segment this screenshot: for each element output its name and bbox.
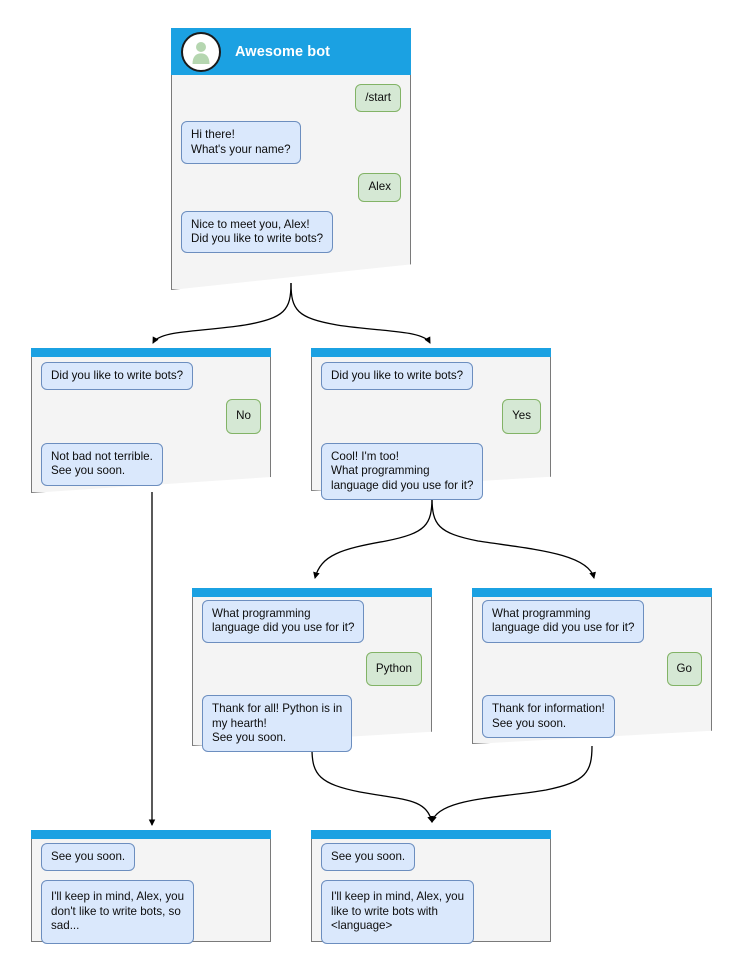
- node-root[interactable]: Awesome bot /start Hi there! What's your…: [171, 28, 411, 290]
- bot-message-bubble[interactable]: Did you like to write bots?: [321, 362, 474, 391]
- message-row: What programming language did you use fo…: [192, 600, 432, 643]
- user-avatar-icon: [181, 31, 221, 72]
- message-row: /start: [171, 84, 411, 113]
- node-no-branch[interactable]: Did you like to write bots? No Not bad n…: [31, 348, 271, 493]
- bot-message-bubble[interactable]: What programming language did you use fo…: [482, 600, 645, 643]
- bot-message-bubble[interactable]: Not bad not terrible. See you soon.: [41, 442, 163, 486]
- message-row: Thank for all! Python is in my hearth! S…: [192, 695, 432, 753]
- message-row: Nice to meet you, Alex! Did you like to …: [171, 210, 411, 254]
- node-no-branch-messages: Did you like to write bots? No Not bad n…: [31, 362, 271, 495]
- message-row: I'll keep in mind, Alex, you don't like …: [31, 880, 271, 944]
- node-end-happy-messages: See you soon. I'll keep in mind, Alex, y…: [311, 843, 551, 953]
- node-go-branch[interactable]: What programming language did you use fo…: [472, 588, 712, 744]
- bot-message-bubble[interactable]: What programming language did you use fo…: [202, 600, 365, 643]
- message-row: Python: [192, 651, 432, 687]
- user-message-bubble[interactable]: Python: [365, 651, 422, 687]
- message-row: I'll keep in mind, Alex, you like to wri…: [311, 880, 551, 944]
- message-row: Thank for information! See you soon.: [472, 695, 712, 739]
- node-root-header: Awesome bot: [171, 28, 411, 75]
- message-row: No: [31, 399, 271, 434]
- user-message-bubble[interactable]: Alex: [358, 173, 401, 202]
- node-yes-branch[interactable]: Did you like to write bots? Yes Cool! I'…: [311, 348, 551, 501]
- edge-root-to-no: [152, 282, 292, 344]
- node-yes-branch-messages: Did you like to write bots? Yes Cool! I'…: [311, 362, 551, 509]
- edge-root-to-yes: [290, 282, 431, 344]
- bot-message-bubble[interactable]: See you soon.: [41, 843, 136, 872]
- bot-message-bubble[interactable]: Hi there! What's your name?: [181, 121, 301, 165]
- bot-message-bubble[interactable]: I'll keep in mind, Alex, you like to wri…: [321, 880, 475, 944]
- bot-title: Awesome bot: [235, 43, 331, 60]
- node-python-branch[interactable]: What programming language did you use fo…: [192, 588, 432, 753]
- edge-yes-to-go: [431, 496, 596, 579]
- user-message-bubble[interactable]: Go: [666, 651, 702, 687]
- bot-message-bubble[interactable]: Did you like to write bots?: [41, 362, 194, 391]
- message-row: Hi there! What's your name?: [171, 121, 411, 165]
- edge-go-to-end-happy: [430, 745, 593, 823]
- node-go-branch-header: [472, 588, 712, 597]
- message-row: Did you like to write bots?: [31, 362, 271, 391]
- user-message-bubble[interactable]: Yes: [502, 399, 541, 434]
- node-yes-branch-header: [311, 348, 551, 357]
- node-python-branch-messages: What programming language did you use fo…: [192, 600, 432, 761]
- node-end-happy-header: [311, 830, 551, 839]
- node-end-sad-messages: See you soon. I'll keep in mind, Alex, y…: [31, 843, 271, 953]
- message-row: Not bad not terrible. See you soon.: [31, 442, 271, 486]
- bot-message-bubble[interactable]: Thank for information! See you soon.: [482, 695, 615, 739]
- bot-message-bubble[interactable]: See you soon.: [321, 843, 416, 872]
- node-end-happy[interactable]: See you soon. I'll keep in mind, Alex, y…: [311, 830, 551, 944]
- bot-message-bubble[interactable]: Cool! I'm too! What programming language…: [321, 442, 484, 501]
- node-end-sad-header: [31, 830, 271, 839]
- bot-message-bubble[interactable]: Nice to meet you, Alex! Did you like to …: [181, 210, 334, 254]
- edge-yes-to-python: [313, 496, 433, 579]
- node-python-branch-header: [192, 588, 432, 597]
- bot-message-bubble[interactable]: Thank for all! Python is in my hearth! S…: [202, 695, 353, 753]
- bot-message-bubble[interactable]: I'll keep in mind, Alex, you don't like …: [41, 880, 195, 944]
- user-message-bubble[interactable]: /start: [355, 84, 401, 113]
- message-row: Cool! I'm too! What programming language…: [311, 442, 551, 501]
- node-go-branch-messages: What programming language did you use fo…: [472, 600, 712, 747]
- node-no-branch-header: [31, 348, 271, 357]
- message-row: Did you like to write bots?: [311, 362, 551, 391]
- message-row: See you soon.: [311, 843, 551, 872]
- user-message-bubble[interactable]: No: [226, 399, 261, 434]
- message-row: Yes: [311, 399, 551, 434]
- message-row: Go: [472, 651, 712, 687]
- node-root-messages: /start Hi there! What's your name? Alex …: [171, 84, 411, 262]
- node-end-sad[interactable]: See you soon. I'll keep in mind, Alex, y…: [31, 830, 271, 944]
- message-row: Alex: [171, 173, 411, 202]
- message-row: See you soon.: [31, 843, 271, 872]
- message-row: What programming language did you use fo…: [472, 600, 712, 643]
